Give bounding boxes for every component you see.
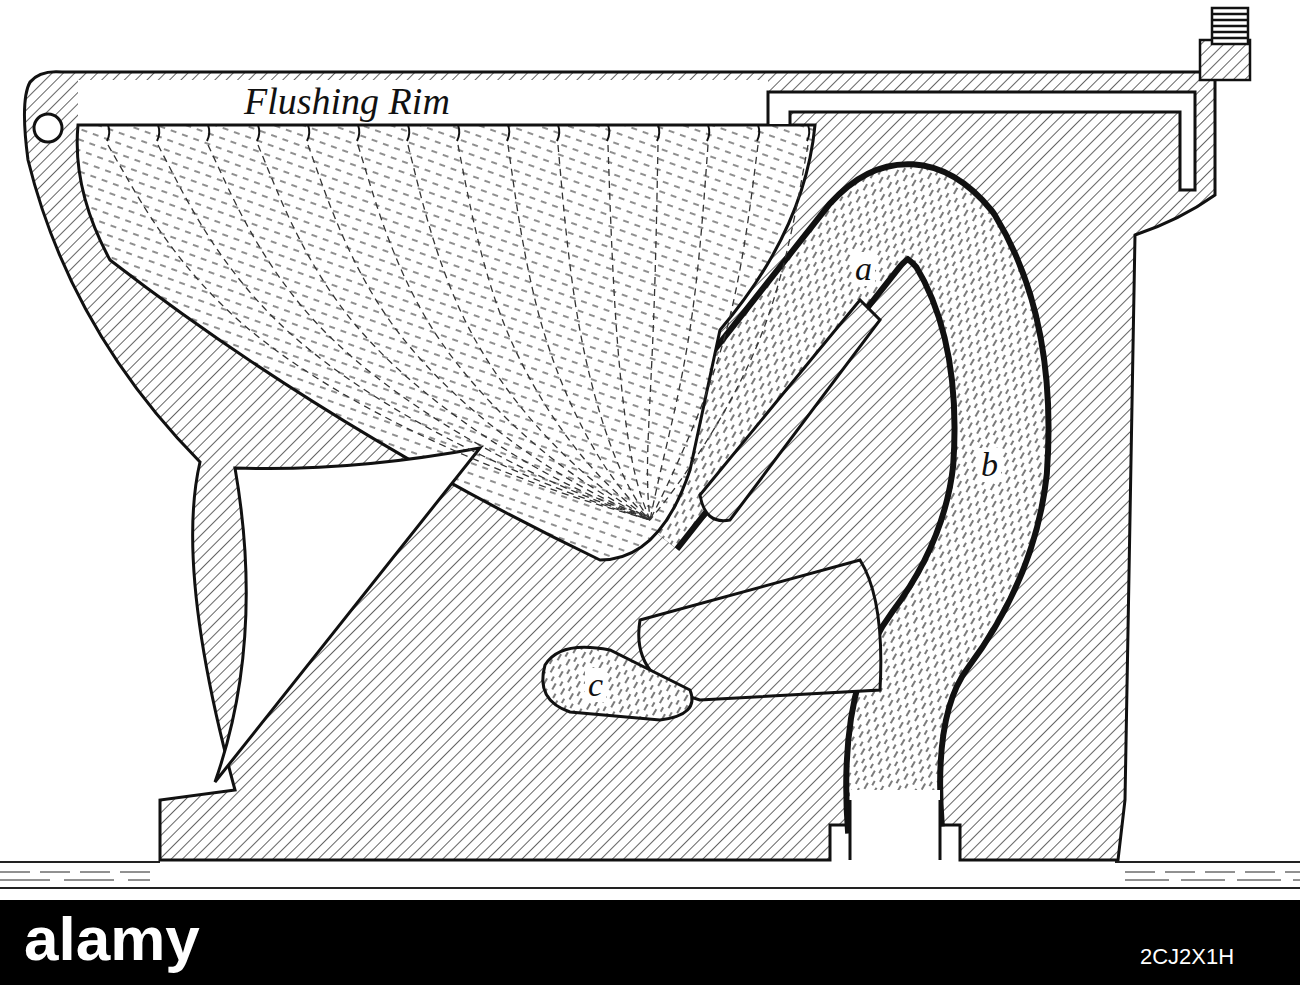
rim-hole — [807, 125, 809, 141]
flow-line — [647, 145, 658, 520]
rim-hole — [757, 125, 759, 141]
bowl-opening — [78, 80, 768, 125]
bowl-body — [24, 72, 1215, 860]
rim-hole — [407, 125, 409, 141]
flow-line — [650, 145, 708, 520]
watermark-band — [0, 900, 1300, 985]
flush-passage — [768, 92, 1195, 190]
rim-hole — [507, 125, 509, 141]
rim-hole — [107, 125, 109, 141]
watermark: 2CJ2X1H — [1140, 946, 1234, 968]
jet-chamber — [543, 647, 692, 720]
rim-hole — [207, 125, 209, 141]
inlet-fitting — [1200, 8, 1250, 80]
flow-line — [458, 145, 650, 520]
flow-line — [108, 145, 650, 520]
callout-letter: c — [585, 668, 606, 702]
outlet — [850, 790, 940, 862]
rim-hole — [607, 125, 609, 141]
rim-hole — [457, 125, 459, 141]
flow-line — [508, 145, 650, 520]
rim-hole — [307, 125, 309, 141]
part-label: Flushing Rim — [240, 82, 454, 120]
flow-line — [608, 145, 650, 520]
flow-line — [158, 145, 650, 520]
flow-line — [650, 145, 808, 520]
flow-line — [650, 145, 758, 520]
watermark: alamy — [24, 908, 200, 970]
rim-hole — [657, 125, 659, 141]
rim-hole — [707, 125, 709, 141]
rim-hole — [557, 125, 559, 141]
flow-lines — [108, 145, 808, 520]
flow-line — [358, 145, 650, 520]
callout-letter: a — [852, 252, 875, 286]
flushing-rim — [78, 124, 815, 126]
rim-roll — [34, 114, 62, 142]
rim-hole — [257, 125, 259, 141]
pedestal-hollow — [215, 448, 480, 782]
flow-line — [208, 145, 650, 520]
callout-letter: b — [978, 448, 1001, 482]
rim-hole — [157, 125, 159, 141]
rim-holes — [107, 125, 809, 141]
flow-line — [408, 145, 650, 520]
rim-hole — [357, 125, 359, 141]
partition — [700, 300, 880, 521]
flow-line — [558, 145, 650, 520]
floor — [0, 862, 1300, 888]
tongue — [639, 560, 881, 700]
flow-line — [258, 145, 650, 520]
flow-line — [308, 145, 650, 520]
